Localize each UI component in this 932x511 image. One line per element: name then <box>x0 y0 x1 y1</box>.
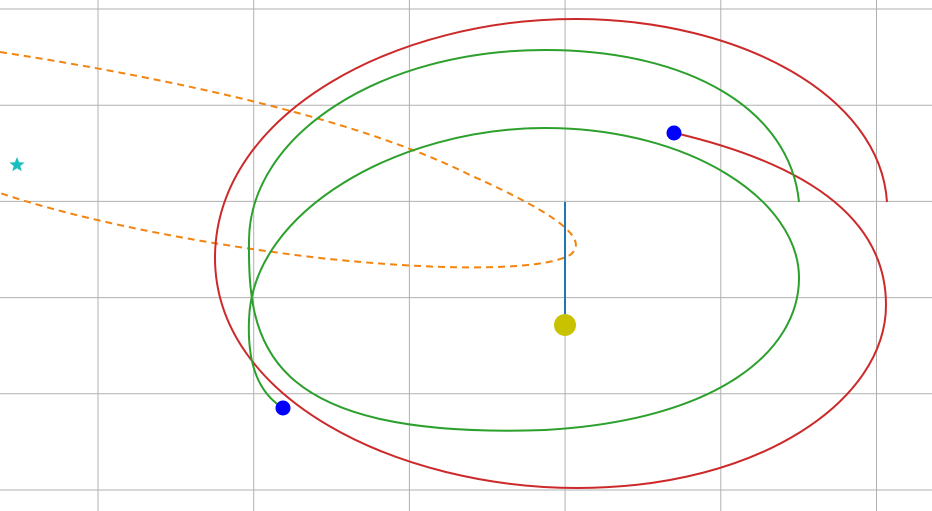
red-orbit-path <box>213 17 888 490</box>
star-icon <box>9 157 25 172</box>
body-marker-inner <box>275 400 291 416</box>
green-orbit-path <box>247 48 801 432</box>
central-mass <box>554 314 576 336</box>
dashed-orbit-path <box>0 51 577 269</box>
body-marker-outer <box>666 125 682 141</box>
